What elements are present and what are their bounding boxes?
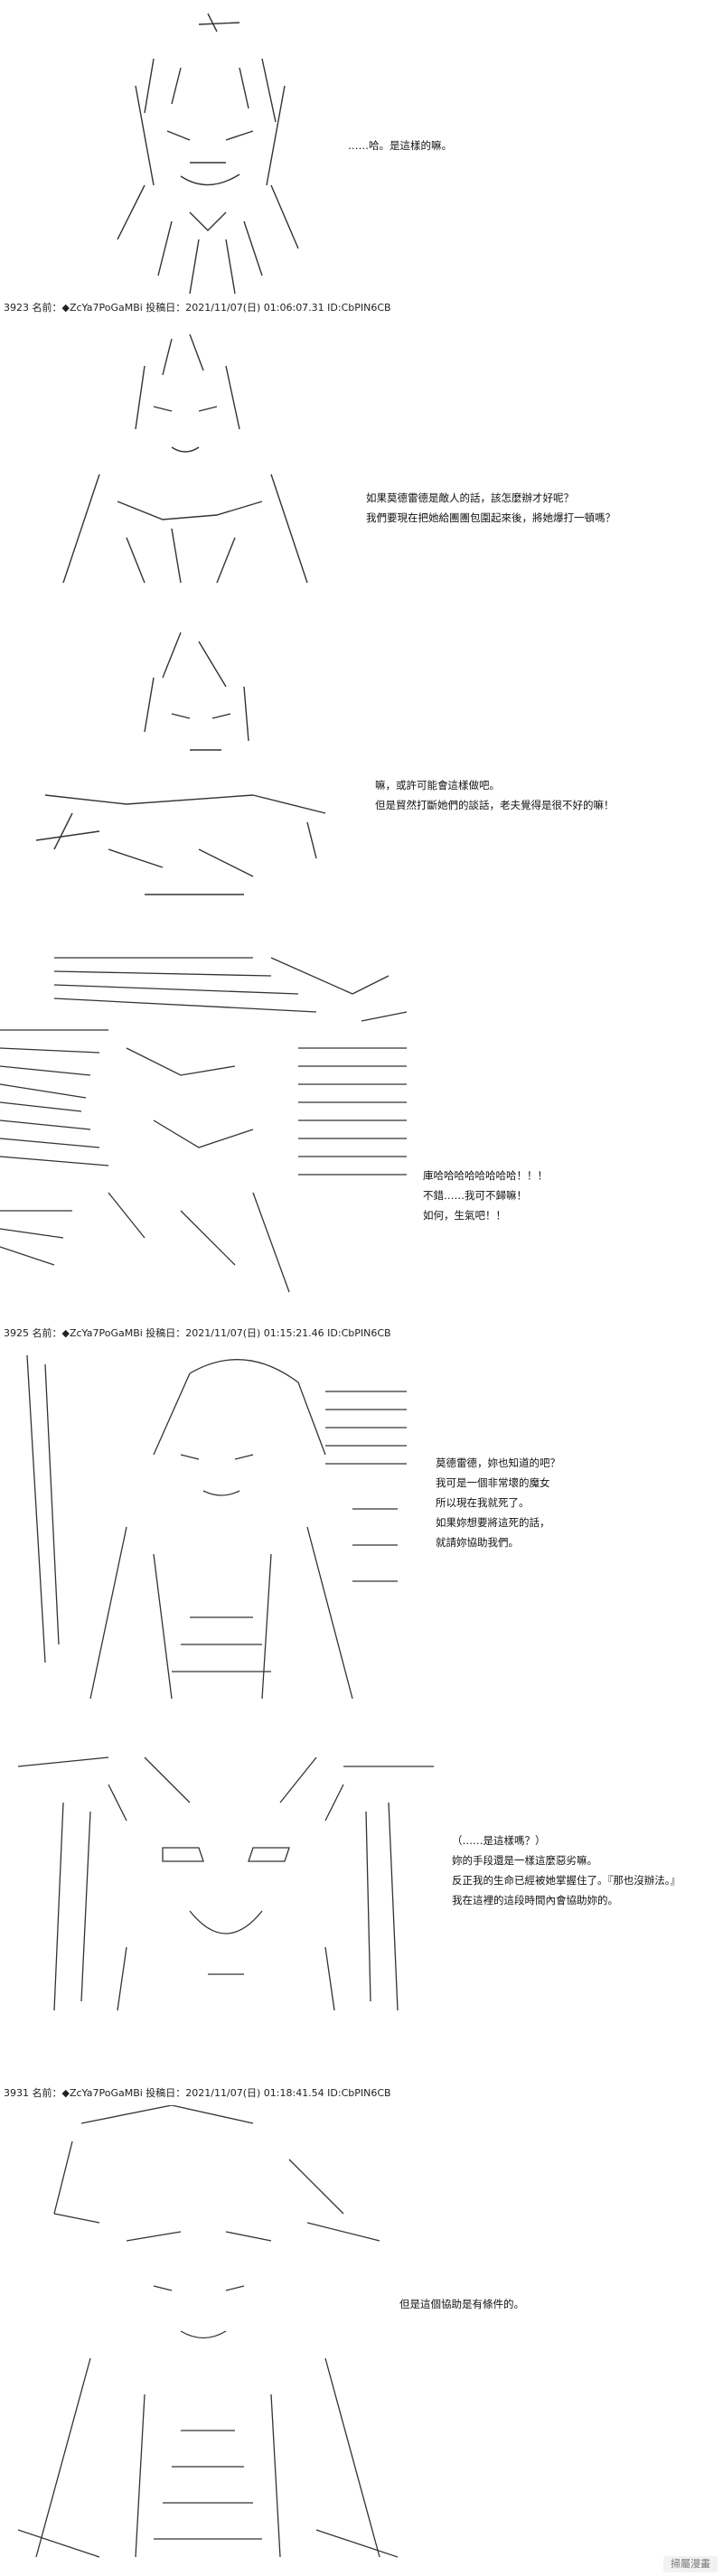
- dialog-5: 莫德雷德，妳也知道的吧？ 我可是一個非常壞的魔女 所以現在我就死了。 如果妳想要…: [436, 1453, 560, 1552]
- dialog-line: 如何，生氣吧！！: [423, 1209, 506, 1222]
- dialog-line: 庫哈哈哈哈哈哈哈哈！！！: [423, 1169, 548, 1182]
- ascii-art-panel-1: [81, 5, 334, 303]
- dialog-line: （……是這樣嗎？）: [452, 1834, 546, 1847]
- ascii-art-panel-5: [9, 1346, 434, 1708]
- dialog-line: 我在這裡的這段時間內會協助妳的。: [452, 1894, 618, 1906]
- dialog-line: 妳的手段還是一樣這麼惡劣嘛。: [452, 1854, 597, 1867]
- ascii-art-panel-3: [18, 623, 343, 913]
- dialog-4: 庫哈哈哈哈哈哈哈哈！！！ 不錯……我可不歸嘛！ 如何，生氣吧！！: [423, 1166, 548, 1225]
- watermark: 掃屬漫畫: [663, 2556, 718, 2572]
- ascii-art-panel-6: [9, 1748, 443, 2019]
- post-header-2: 3925 名前：◆ZcYa7PoGaMBi 投稿日：2021/11/07(日) …: [4, 1327, 391, 1339]
- dialog-2: 如果莫德雷德是敵人的話，該怎麼辦才好呢？ 我們要現在把她給團團包圍起來後，將她爆…: [366, 488, 615, 528]
- post-header-1: 3923 名前：◆ZcYa7PoGaMBi 投稿日：2021/11/07(日) …: [4, 302, 391, 314]
- dialog-line: ……哈。是這樣的嘛。: [348, 139, 452, 152]
- post-header-3: 3931 名前：◆ZcYa7PoGaMBi 投稿日：2021/11/07(日) …: [4, 2087, 391, 2099]
- dialog-line: 如果妳想要將這死的話，: [436, 1516, 550, 1529]
- dialog-line: 我們要現在把她給團團包圍起來後，將她爆打一頓嗎？: [366, 511, 615, 524]
- dialog-line: 如果莫德雷德是敵人的話，該怎麼辦才好呢？: [366, 492, 574, 504]
- dialog-line: 所以現在我就死了。: [436, 1496, 530, 1509]
- dialog-line: 不錯……我可不歸嘛！: [423, 1189, 527, 1202]
- dialog-line: 我可是一個非常壞的魔女: [436, 1476, 550, 1489]
- dialog-line: 就請妳協助我們。: [436, 1536, 519, 1549]
- dialog-line: 莫德雷德，妳也知道的吧？: [436, 1457, 560, 1469]
- dialog-line: 嘛，或許可能會這樣做吧。: [375, 779, 500, 792]
- dialog-3: 嘛，或許可能會這樣做吧。 但是貿然打斷她們的談話，老夫覺得是很不好的嘛！: [375, 775, 615, 815]
- ascii-art-panel-4: [0, 940, 416, 1301]
- dialog-line: 反正我的生命已經被她掌握住了。『那也沒辦法。』: [452, 1874, 681, 1887]
- ascii-art-panel-7: [18, 2105, 398, 2566]
- dialog-line: 但是貿然打斷她們的談話，老夫覺得是很不好的嘛！: [375, 799, 615, 811]
- ascii-art-panel-2: [36, 321, 325, 592]
- dialog-line: 但是這個協助是有條件的。: [399, 2298, 524, 2310]
- dialog-6: （……是這樣嗎？） 妳的手段還是一樣這麼惡劣嘛。 反正我的生命已經被她掌握住了。…: [452, 1831, 681, 1910]
- dialog-7: 但是這個協助是有條件的。: [399, 2294, 524, 2314]
- dialog-1: ……哈。是這樣的嘛。: [348, 136, 452, 155]
